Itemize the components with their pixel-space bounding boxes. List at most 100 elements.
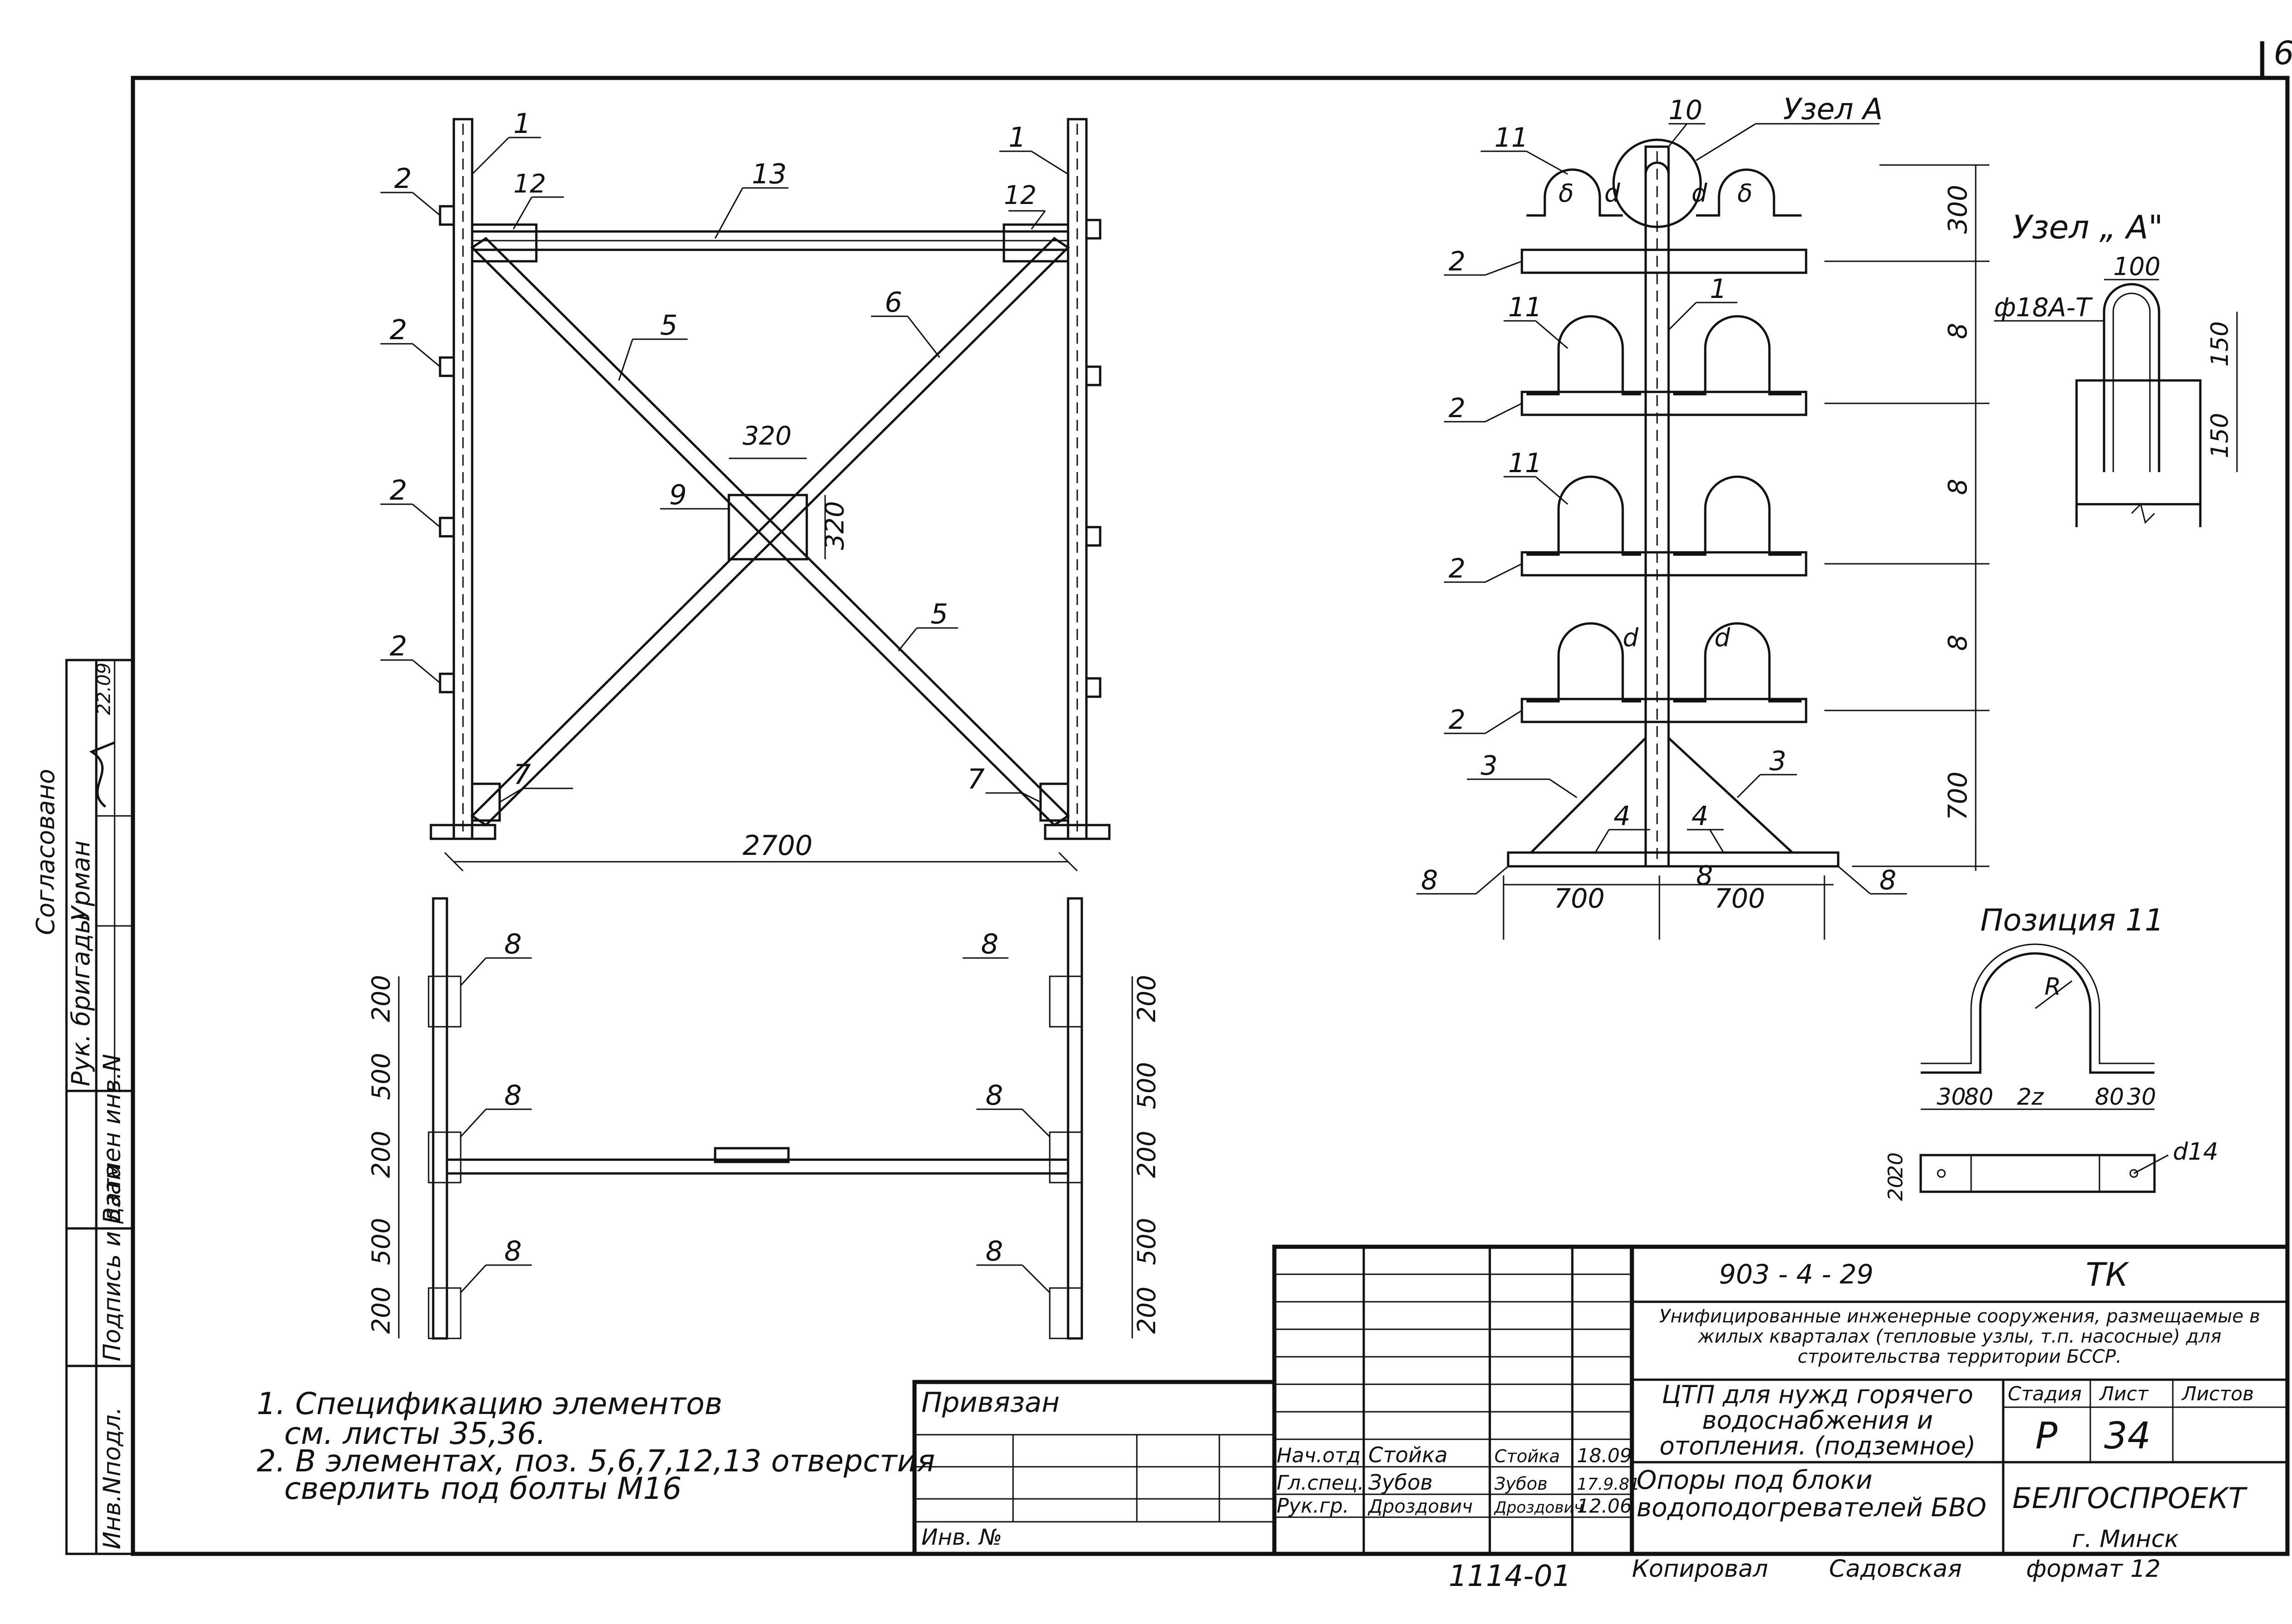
object-title: ЦТП для нужд горячего водоснабжения и от… (1659, 1382, 1976, 1460)
node-a-rod: ф18А-Т (1994, 293, 2093, 323)
left-strip: Согласовано Рук. бригады Урман 22.09 Вза… (31, 659, 134, 1555)
label-alpha-3: d (1623, 623, 1639, 652)
footer-copied: Копировал (1632, 1555, 1768, 1583)
label-base-1: 8 (504, 928, 522, 960)
label-base-4: 8 (981, 928, 998, 960)
label-column-left: 1 (513, 108, 531, 140)
dim-half-base-left: 700 (1554, 883, 1605, 914)
label-gusset-right: 7 (967, 763, 985, 795)
node-a-title-side: Узел А (1783, 93, 1883, 127)
footer: 1114-01 Копировал Садовская формат 12 (1449, 1555, 2160, 1593)
label-base-6: 8 (986, 1235, 1003, 1267)
label-top-beam: 13 (752, 158, 787, 190)
pos11-dim-c: 2z (2017, 1084, 2044, 1110)
sig-name-3: Дроздович (1367, 1496, 1473, 1517)
label-bolt: 10 (1669, 94, 1702, 126)
privyazan-title: Привязан (921, 1387, 1060, 1419)
header-sheet: Лист (2099, 1382, 2149, 1405)
frame-view: 2700 320 320 1 1 2 2 2 2 12 12 13 5 6 9 … (380, 108, 1111, 872)
pos11-dim-a: 30 (1937, 1084, 1966, 1110)
label-alpha-4: d (1714, 623, 1730, 652)
label-gusset-left: 7 (513, 759, 531, 791)
label-alpha-left: d (1604, 179, 1620, 208)
left-strip-cell-3: 22.09 (94, 662, 115, 715)
dim-200-e: 200 (1132, 1131, 1161, 1178)
label-base-2: 8 (504, 1079, 522, 1112)
dim-top: 300 (1943, 185, 1973, 234)
label-brace-a1: 5 (660, 309, 678, 341)
label-alpha-right: d (1691, 179, 1708, 208)
position-11-title: Позиция 11 (1980, 903, 2164, 938)
pos11-hole: d14 (2173, 1138, 2218, 1166)
pos11-dim-e: 30 (2127, 1084, 2156, 1110)
label-base-side-left: 8 (1421, 864, 1438, 896)
label-strut-right: 3 (1769, 745, 1786, 776)
dim-spacing-3: 8 (1943, 634, 1973, 651)
sig-date-3: 12.06 (1577, 1495, 1632, 1517)
label-bracket-4: 2 (390, 630, 407, 662)
dim-500-c: 500 (1132, 1062, 1161, 1109)
label-delta-right: δ (1737, 179, 1752, 208)
dim-plate-w: 320 (743, 421, 792, 451)
dim-500-d: 500 (1132, 1218, 1161, 1265)
sig-date-2: 17.9.81 (1577, 1475, 1640, 1494)
dim-200-b: 200 (367, 1131, 396, 1178)
label-base-3: 8 (504, 1235, 522, 1267)
doc-code: 903 - 4 - 29 (1719, 1259, 1873, 1290)
dim-plate-h: 320 (820, 501, 850, 550)
label-column-side: 1 (1710, 273, 1727, 304)
privyazan-box: Привязан Инв. № (912, 1380, 1277, 1556)
node-a-h2: 150 (2206, 413, 2234, 458)
note-line-2: см. листы 35,36. (284, 1416, 546, 1451)
left-strip-cell-6: Инв.Nподл. (99, 1407, 126, 1549)
label-saddle-1: 11 (1494, 122, 1528, 153)
label-brace-b: 6 (885, 286, 902, 319)
node-a-detail: Узел „ А" 100 ф18А-Т 150 150 (1994, 209, 2238, 527)
footer-inv: 1114-01 (1449, 1559, 1571, 1593)
sig-sign-2: Зубов (1494, 1474, 1548, 1494)
sig-name-2: Зубов (1368, 1470, 1432, 1495)
dim-500-b: 500 (367, 1218, 396, 1265)
label-shelf-4: 2 (1449, 704, 1466, 735)
label-saddle-2: 11 (1508, 292, 1542, 323)
side-view: 700 700 300 8 8 8 700 Узел А 10 11 δ d d… (1416, 93, 1989, 940)
sig-date-1: 18.09 (1577, 1444, 1632, 1467)
position-11-radius: R (2044, 973, 2061, 1001)
sig-role-2: Гл.спец. (1277, 1471, 1364, 1495)
title-block: 903 - 4 - 29 ТК Унифицированные инженерн… (1272, 1244, 2290, 1556)
footer-copier: Садовская (1829, 1555, 1962, 1583)
doc-section: ТК (2086, 1256, 2130, 1294)
value-sheet: 34 (2104, 1415, 2151, 1457)
label-bracket-3: 2 (390, 474, 407, 506)
dim-bottom: 700 (1943, 771, 1973, 820)
dim-spacing-2: 8 (1943, 479, 1973, 495)
position-11-detail: Позиция 11 R 30 80 2z 80 30 d14 20 20 (1884, 903, 2218, 1201)
note-line-4: сверлить под болты М16 (284, 1471, 682, 1506)
page-number: 64 (2274, 34, 2292, 72)
sig-role-1: Нач.отд (1277, 1444, 1361, 1467)
project-title: Унифицированные инженерные сооружения, р… (1659, 1306, 2260, 1367)
label-shelf-2: 2 (1449, 392, 1466, 424)
dim-half-base-right: 700 (1714, 883, 1765, 914)
label-base-side-center: 8 (1696, 860, 1713, 891)
header-sheets: Листов (2181, 1382, 2254, 1405)
dim-spacing-1: 8 (1943, 323, 1973, 339)
label-center-plate: 9 (669, 479, 687, 511)
note-line-3: 2. В элементах, поз. 5,6,7,12,13 отверст… (257, 1443, 935, 1479)
stamp-agreed: Согласовано (31, 769, 60, 935)
left-strip-cell-5: Подпись и дата (99, 1164, 126, 1361)
label-base-side-right: 8 (1879, 864, 1896, 896)
label-column-right: 1 (1008, 121, 1026, 154)
pos11-dim-g: 20 (1884, 1175, 1907, 1201)
left-strip-cell-1: Рук. бригады (66, 914, 95, 1086)
sig-role-3: Рук.гр. (1277, 1494, 1349, 1518)
org-city: г. Минск (2072, 1525, 2179, 1553)
label-bracket-2: 2 (390, 314, 407, 346)
pos11-dim-d: 80 (2095, 1084, 2124, 1110)
label-saddle-3: 11 (1508, 447, 1542, 479)
left-strip-cell-2: Урман (66, 841, 95, 921)
label-corner-plate-right: 12 (1004, 181, 1036, 210)
dim-500-a: 500 (367, 1053, 396, 1100)
label-base-5: 8 (986, 1079, 1003, 1112)
